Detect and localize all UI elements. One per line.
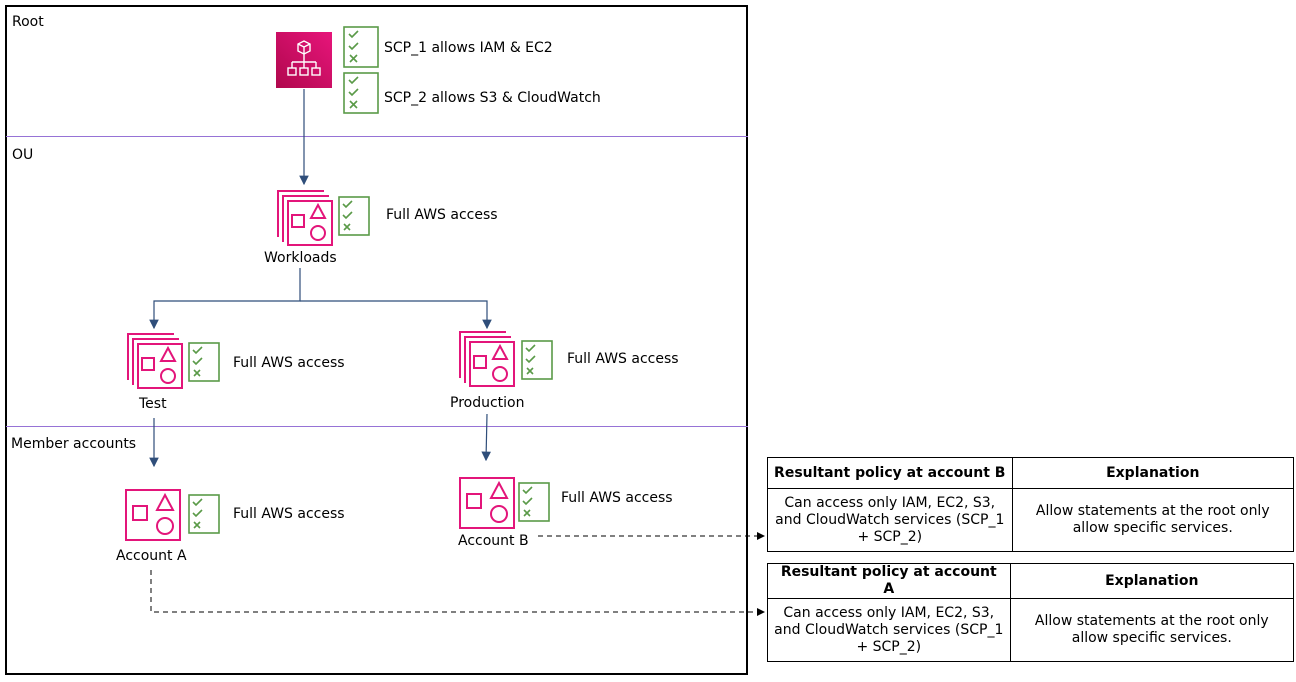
test-label: Test [139, 396, 167, 412]
organization-icon [276, 32, 332, 92]
account-a-policy: Full AWS access [233, 506, 345, 522]
connector-workloads-branches [149, 268, 301, 330]
production-label: Production [450, 395, 525, 411]
table-cell-explanation: Allow statements at the root only allow … [1009, 598, 1295, 662]
ou-members-divider [6, 426, 748, 427]
root-ou-divider [6, 136, 748, 137]
table-cell-policy: Can access only IAM, EC2, S3, and CloudW… [767, 598, 1011, 662]
test-policy: Full AWS access [233, 355, 345, 371]
table-header-policy: Resultant policy at account A [767, 563, 1011, 599]
level-label-ou: OU [12, 147, 34, 163]
diagram-frame [5, 5, 748, 675]
account-b-policy: Full AWS access [561, 490, 673, 506]
account-icon [124, 488, 182, 546]
policy-checklist-icon [188, 342, 220, 386]
root-policy-2: SCP_2 allows S3 & CloudWatch [384, 90, 601, 106]
root-policy-1: SCP_1 allows IAM & EC2 [384, 40, 553, 56]
connector-production-account-b [481, 413, 491, 462]
production-policy: Full AWS access [567, 351, 679, 367]
account-b-label: Account B [458, 533, 529, 549]
policy-checklist-icon [343, 26, 379, 72]
result-table-account-a: Resultant policy at account A Explanatio… [767, 563, 1295, 662]
table-header-explanation: Explanation [1009, 563, 1295, 599]
policy-checklist-icon [521, 340, 553, 384]
result-table-account-b: Resultant policy at account B Explanatio… [767, 457, 1295, 552]
account-a-label: Account A [116, 548, 187, 564]
level-label-members: Member accounts [11, 436, 137, 452]
workloads-policy: Full AWS access [386, 207, 498, 223]
policy-checklist-icon [343, 72, 379, 118]
policy-checklist-icon [338, 196, 370, 240]
table-header-explanation: Explanation [1011, 457, 1295, 489]
account-icon [458, 476, 516, 534]
organizational-unit-icon [124, 330, 184, 394]
policy-checklist-icon [188, 494, 220, 538]
organizational-unit-icon [274, 187, 334, 251]
table-cell-policy: Can access only IAM, EC2, S3, and CloudW… [767, 488, 1013, 552]
policy-checklist-icon [518, 482, 550, 526]
organizational-unit-icon [456, 328, 516, 392]
connector-account-a-table [150, 570, 765, 616]
workloads-label: Workloads [264, 250, 337, 266]
level-label-root: Root [12, 14, 44, 30]
connector-workloads-production [300, 300, 492, 330]
table-cell-explanation: Allow statements at the root only allow … [1011, 488, 1295, 552]
table-header-policy: Resultant policy at account B [767, 457, 1013, 489]
